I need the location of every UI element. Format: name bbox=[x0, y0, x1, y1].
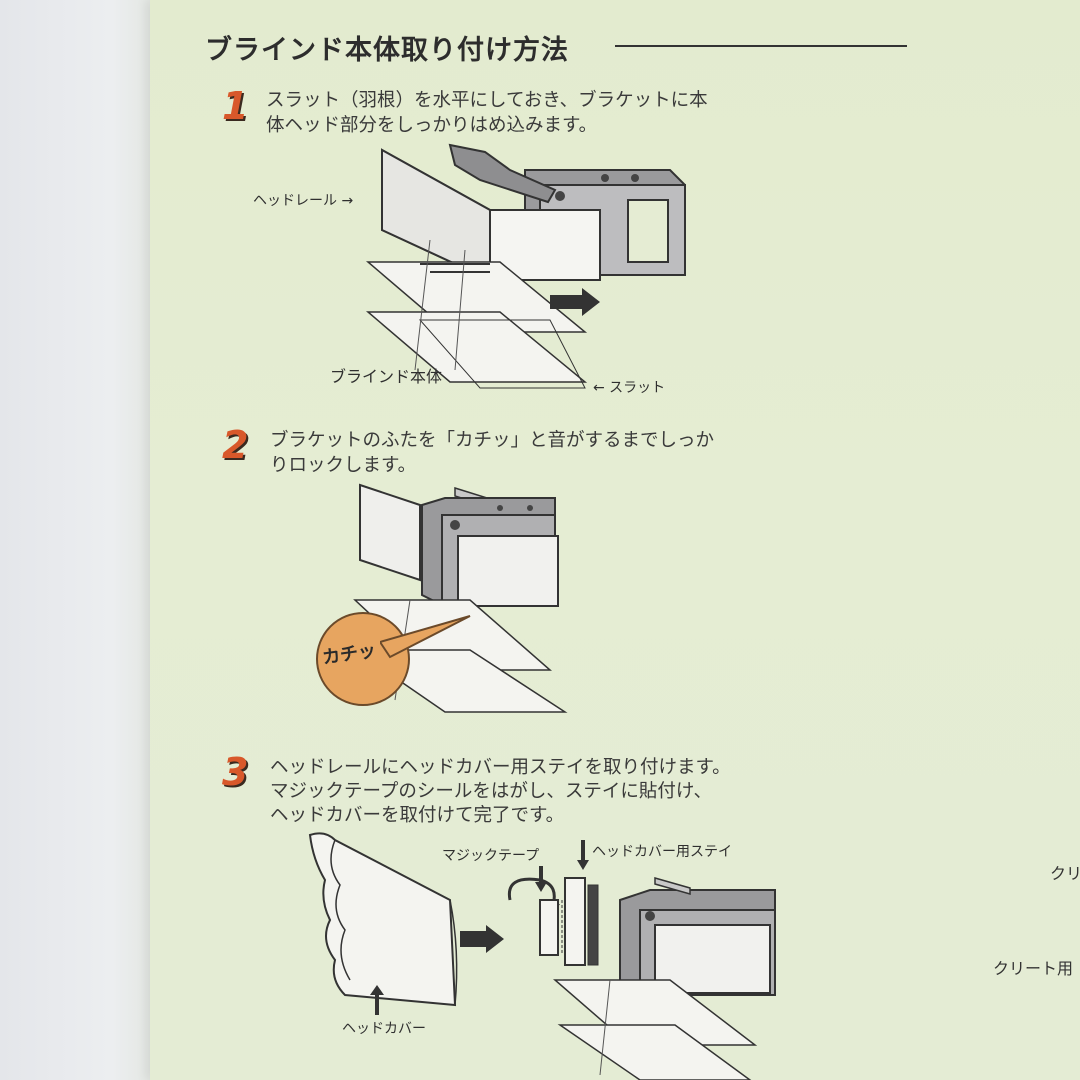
step-2-number: 2 bbox=[222, 423, 249, 467]
page-title: ブラインド本体取り付け方法 bbox=[205, 35, 569, 66]
head-cover-pointer-arrow-icon bbox=[370, 985, 384, 1015]
step-3-head-cover-illustration bbox=[305, 830, 465, 1025]
stay-pointer-arrow-icon bbox=[577, 840, 589, 870]
label-velcro: マジックテープ bbox=[442, 848, 540, 864]
step-1-illustration bbox=[360, 140, 700, 400]
step-3-arrow-icon bbox=[460, 925, 504, 953]
adjacent-page bbox=[0, 0, 160, 1080]
title-rule bbox=[615, 45, 907, 47]
label-slat: ← スラット bbox=[593, 380, 666, 396]
step-1-text-line-2: 体ヘッド部分をしっかりはめ込みます。 bbox=[266, 115, 598, 136]
velcro-pointer-arrow-icon bbox=[535, 866, 547, 892]
label-blind-body: ブラインド本体 bbox=[330, 367, 443, 386]
step-3-number: 3 bbox=[222, 750, 249, 794]
step-3-text-line-2: マジックテープのシールをはがし、ステイに貼付け、 bbox=[270, 781, 712, 802]
step-2-text-line-2: りロックします。 bbox=[270, 455, 417, 476]
click-sound-pointer bbox=[380, 615, 471, 659]
step-2-text-line-1: ブラケットのふたを「カチッ」と音がするまでしっか bbox=[270, 430, 715, 451]
label-head-rail: ヘッドレール → bbox=[253, 193, 354, 209]
label-stay: ヘッドカバー用ステイ bbox=[592, 844, 732, 860]
label-head-cover: ヘッドカバー bbox=[342, 1021, 426, 1037]
step-3-assembly-illustration bbox=[500, 860, 790, 1080]
step-3-text-line-3: ヘッドカバーを取付けて完了です。 bbox=[270, 805, 565, 826]
label-cleat-partial-2: クリート用 bbox=[993, 959, 1074, 978]
step-3-text-line-1: ヘッドレールにヘッドカバー用ステイを取り付けます。 bbox=[270, 757, 731, 778]
step-2-illustration bbox=[350, 480, 590, 720]
step-1-number: 1 bbox=[222, 84, 249, 128]
label-cleat-partial-1: クリ bbox=[1050, 864, 1080, 883]
click-sound-badge bbox=[316, 612, 410, 706]
step-1-text-line-1: スラット（羽根）を水平にしておき、ブラケットに本 bbox=[266, 90, 708, 111]
